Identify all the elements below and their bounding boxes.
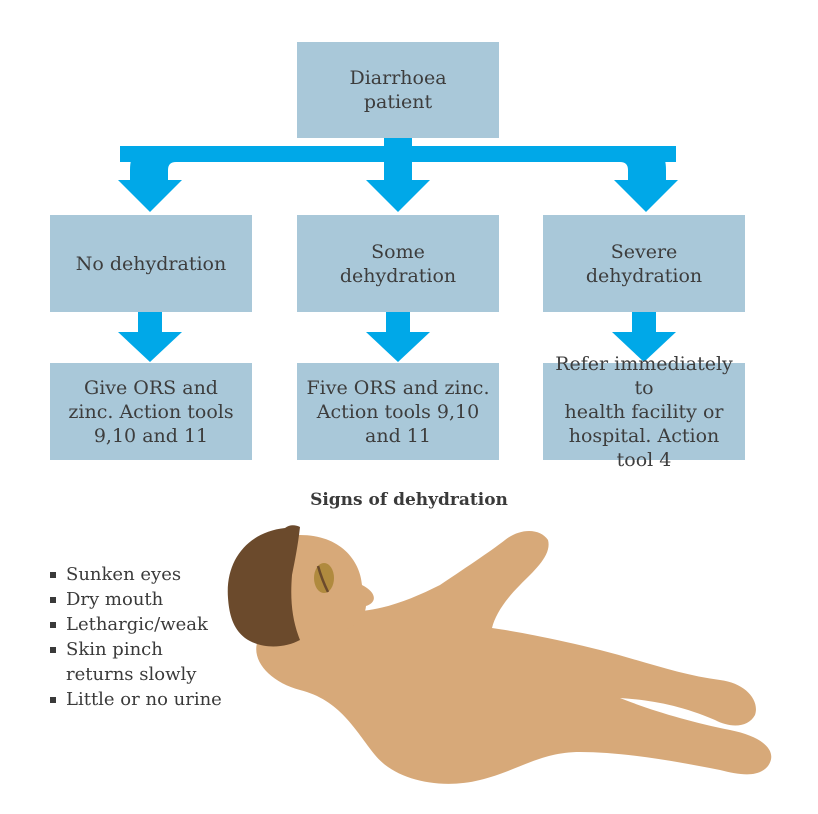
flow-arrows <box>118 138 678 362</box>
arrow-to-severe-dehydration <box>614 146 678 212</box>
level-box-some-dehydration: Some dehydration <box>297 215 499 312</box>
root-box-diarrhoea-patient: Diarrhoea patient <box>297 42 499 138</box>
signs-list: Sunken eyes Dry mouth Lethargic/weak Ski… <box>48 562 222 712</box>
arrow-some-dehydration-action <box>366 312 430 362</box>
action-box-some-dehydration: Five ORS and zinc. Action tools 9,10 and… <box>297 363 499 460</box>
sunken-eye <box>314 563 334 593</box>
arrow-severe-dehydration-action <box>612 312 676 362</box>
level-box-no-dehydration: No dehydration <box>50 215 252 312</box>
child-body <box>256 531 772 784</box>
arrow-to-no-dehydration <box>118 146 182 212</box>
arrow-to-some-dehydration <box>366 154 430 212</box>
closed-eyelid <box>316 565 330 593</box>
arrow-no-dehydration-action <box>118 312 182 362</box>
child-hair <box>227 525 300 647</box>
list-item: Dry mouth <box>48 587 222 612</box>
list-item: Skin pinch returns slowly <box>48 637 222 687</box>
action-box-no-dehydration: Give ORS and zinc. Action tools 9,10 and… <box>50 363 252 460</box>
list-item: Little or no urine <box>48 687 222 712</box>
signs-title: Signs of dehydration <box>310 490 508 510</box>
list-item: Lethargic/weak <box>48 612 222 637</box>
list-item: Sunken eyes <box>48 562 222 587</box>
level-box-severe-dehydration: Severe dehydration <box>543 215 745 312</box>
